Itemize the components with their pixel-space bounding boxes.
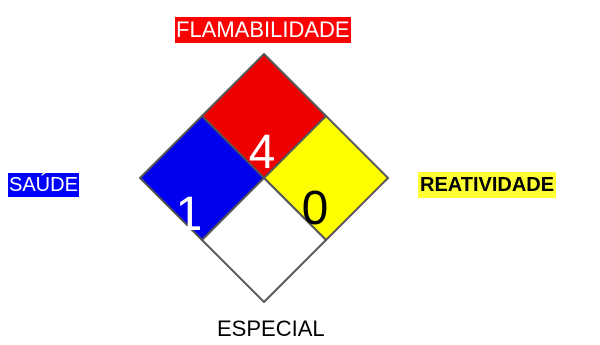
flammability-label: FLAMABILIDADE — [175, 17, 351, 43]
flammability-rating: 4 — [249, 126, 276, 179]
special-label: ESPECIAL — [217, 316, 325, 341]
health-label: SAÚDE — [8, 173, 79, 197]
reactivity-rating: 0 — [302, 182, 329, 235]
special-quadrant — [201, 177, 327, 303]
reactivity-label: REATIVIDADE — [418, 172, 557, 198]
health-rating: 1 — [176, 188, 203, 241]
